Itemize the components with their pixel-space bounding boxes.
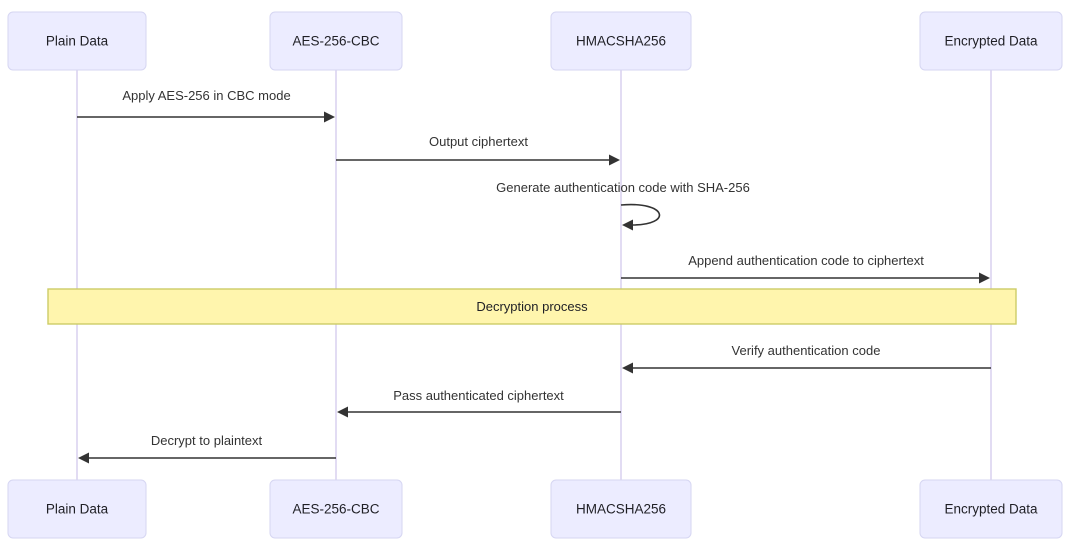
message-label: Apply AES-256 in CBC mode [122, 88, 290, 103]
message-label: Decrypt to plaintext [151, 433, 263, 448]
arrow-head [622, 219, 633, 231]
actor-label: Encrypted Data [944, 34, 1038, 49]
arrow-head [337, 406, 348, 418]
actor-enc-top[interactable]: Encrypted Data [919, 11, 1063, 71]
actor-box [269, 479, 403, 539]
actor-box [269, 11, 403, 71]
arrow-head [979, 272, 990, 284]
message-2: Output ciphertext [336, 134, 620, 166]
actor-box [550, 479, 692, 539]
actor-plain-top[interactable]: Plain Data [7, 11, 147, 71]
actor-box [7, 11, 147, 71]
actor-enc-bottom[interactable]: Encrypted Data [919, 479, 1063, 539]
actor-box [550, 11, 692, 71]
actor-label: Plain Data [46, 502, 109, 517]
message-label: Pass authenticated ciphertext [393, 388, 564, 403]
actors-top-layer: Plain Data AES-256-CBC HMACSHA256 Encrypted… [7, 11, 1063, 71]
actor-label: Encrypted Data [944, 502, 1038, 517]
actor-box [919, 479, 1063, 539]
message-4: Append authentication code to ciphertext [621, 253, 990, 284]
message-label: Append authentication code to ciphertext [688, 253, 924, 268]
actor-label: AES-256-CBC [292, 34, 379, 49]
message-5: Verify authentication code [622, 343, 991, 374]
message-3: Generate authentication code with SHA-25… [496, 180, 750, 231]
message-1: Apply AES-256 in CBC mode [77, 88, 335, 123]
note-label: Decryption process [476, 299, 588, 314]
arrow-head [78, 452, 89, 464]
message-label: Generate authentication code with SHA-25… [496, 180, 750, 195]
arrow-head [622, 362, 633, 374]
actor-label: AES-256-CBC [292, 502, 379, 517]
message-label: Verify authentication code [732, 343, 881, 358]
arrow-head [324, 111, 335, 123]
lifelines-layer [76, 70, 992, 480]
actor-aes-bottom[interactable]: AES-256-CBC [269, 479, 403, 539]
arrow-head [609, 154, 620, 166]
note-banner-0: Decryption process [47, 288, 1017, 325]
actors-bottom-layer: Plain Data AES-256-CBC HMACSHA256 Encrypted… [7, 479, 1063, 539]
actor-hmac-top[interactable]: HMACSHA256 [550, 11, 692, 71]
actor-label: HMACSHA256 [576, 502, 666, 517]
message-label: Output ciphertext [429, 134, 528, 149]
note-box [47, 288, 1017, 325]
actor-hmac-bottom[interactable]: HMACSHA256 [550, 479, 692, 539]
actor-label: Plain Data [46, 34, 109, 49]
message-7: Decrypt to plaintext [78, 433, 336, 464]
message-6: Pass authenticated ciphertext [337, 388, 621, 418]
notes-layer: Decryption process [47, 288, 1017, 325]
actor-box [919, 11, 1063, 71]
actor-plain-bottom[interactable]: Plain Data [7, 479, 147, 539]
actor-aes-top[interactable]: AES-256-CBC [269, 11, 403, 71]
actor-label: HMACSHA256 [576, 34, 666, 49]
actor-box [7, 479, 147, 539]
message-self-loop-path [620, 203, 661, 226]
